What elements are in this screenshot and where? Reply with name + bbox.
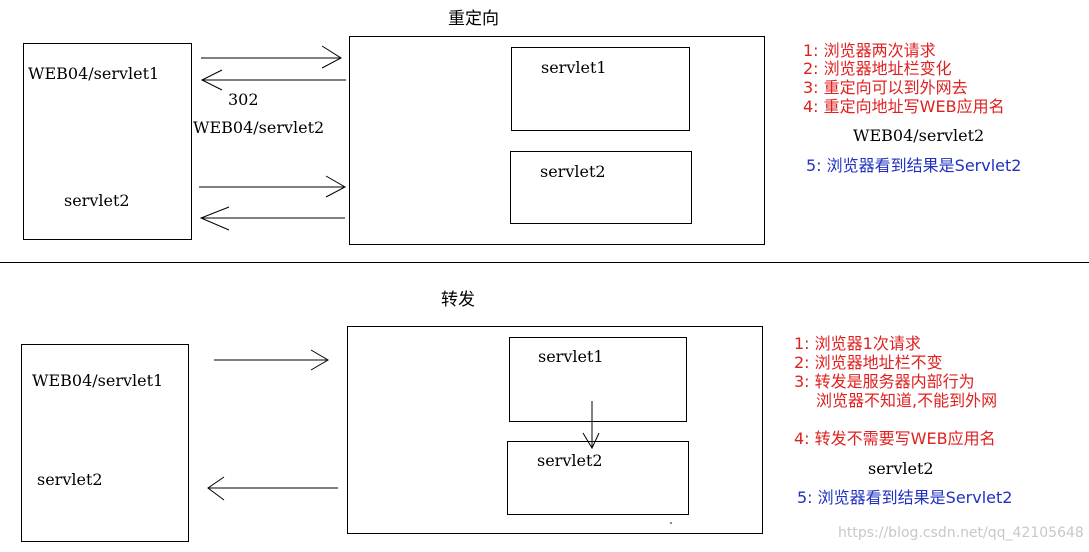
forward-title: 转发 — [441, 290, 475, 310]
redirect-response-location: WEB04/servlet2 — [193, 118, 325, 137]
forward-note-path: servlet2 — [868, 459, 934, 478]
forward-server-servlet2: servlet2 — [537, 451, 603, 470]
forward-note-3-cont: 浏览器不知道,不能到外网 — [816, 391, 998, 410]
redirect-title: 重定向 — [448, 9, 499, 29]
redirect-302-arrow — [200, 69, 346, 91]
redirect-response-code: 302 — [228, 90, 259, 109]
redirect-server-servlet2-box — [510, 151, 692, 224]
redirect-browser-servlet: servlet2 — [64, 191, 130, 210]
forward-browser-servlet: servlet2 — [37, 470, 103, 489]
forward-server-servlet1-box — [509, 337, 687, 422]
redirect-request1-arrow — [201, 45, 342, 69]
redirect-note-2: 2: 浏览器地址栏变化 — [803, 59, 952, 78]
redirect-note-4: 4: 重定向地址写WEB应用名 — [803, 97, 1005, 116]
redirect-browser-box — [23, 43, 192, 240]
redirect-server-servlet2: servlet2 — [540, 162, 606, 181]
forward-note-2: 2: 浏览器地址栏不变 — [794, 353, 943, 372]
redirect-browser-url: WEB04/servlet1 — [28, 64, 160, 83]
forward-note-1: 1: 浏览器1次请求 — [794, 334, 921, 353]
redirect-note-1: 1: 浏览器两次请求 — [803, 41, 936, 60]
redirect-note-3: 3: 重定向可以到外网去 — [803, 78, 968, 97]
forward-browser-url: WEB04/servlet1 — [32, 371, 164, 390]
redirect-server-servlet1-box — [511, 47, 690, 131]
forward-note-result: 5: 浏览器看到结果是Servlet2 — [797, 488, 1013, 507]
redirect-request2-arrow — [199, 175, 347, 198]
forward-note-4: 4: 转发不需要写WEB应用名 — [794, 429, 996, 448]
forward-request-arrow — [214, 349, 329, 371]
redirect-server-servlet1: servlet1 — [541, 58, 607, 77]
forward-browser-box — [21, 344, 189, 542]
redirect-note-result: 5: 浏览器看到结果是Servlet2 — [806, 156, 1022, 175]
redirect-response-arrow — [199, 206, 345, 231]
forward-server-servlet1: servlet1 — [538, 347, 604, 366]
forward-note-3: 3: 转发是服务器内部行为 — [794, 372, 975, 391]
redirect-note-path: WEB04/servlet2 — [853, 126, 985, 145]
watermark: https://blog.csdn.net/qq_42105648 — [838, 525, 1084, 541]
forward-response-arrow — [207, 476, 338, 501]
